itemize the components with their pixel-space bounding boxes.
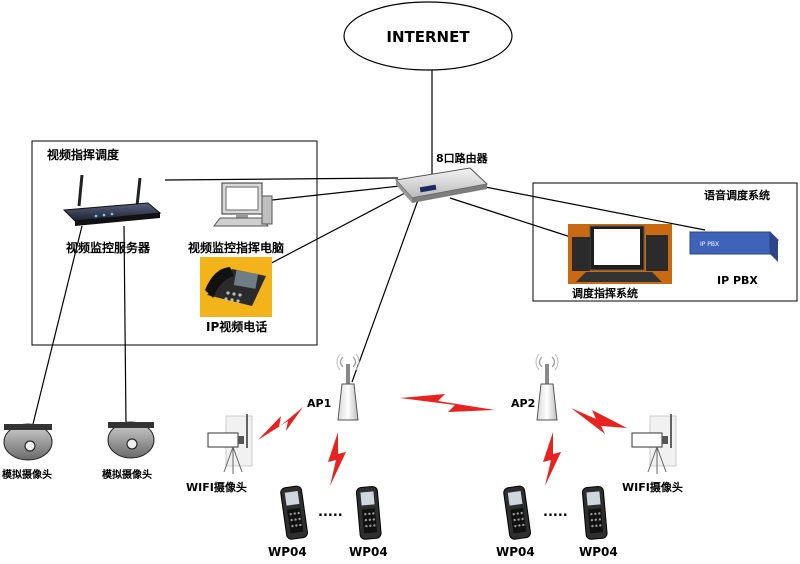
analog-camera-right-label: 模拟摄像头 — [102, 468, 152, 481]
ip-pbx-label: IP PBX — [717, 274, 758, 287]
link-router-pbx — [479, 185, 706, 231]
handset-1 — [280, 485, 308, 540]
ap2-label: AP2 — [511, 397, 535, 410]
link-router-ap1 — [351, 199, 419, 383]
wireless-bolt-ap1-wificam — [258, 407, 303, 440]
handset-3 — [503, 485, 531, 540]
internet-ellipse — [343, 1, 513, 71]
monitoring-pc-label: 视频监控指挥电脑 — [188, 240, 284, 255]
handset-2-label: WP04 — [349, 545, 388, 559]
wifi-camera-left-label: WIFI摄像头 — [186, 480, 247, 494]
access-point-2 — [535, 353, 559, 421]
wifi-camera-right — [631, 414, 677, 474]
handset-4-label: WP04 — [579, 545, 618, 559]
wireless-links — [258, 394, 627, 486]
router-device — [395, 167, 489, 203]
connection-lines — [32, 70, 706, 425]
ip-video-phone-device — [200, 257, 272, 317]
handset-4 — [581, 485, 608, 540]
handset-1-label: WP04 — [268, 545, 307, 559]
wireless-bolt-ap1-ap2 — [400, 394, 495, 412]
wireless-bolt-ap2-handset — [543, 432, 561, 486]
link-router-console — [449, 197, 581, 241]
link-phone-router — [261, 192, 406, 269]
dispatch-console-device — [568, 224, 672, 284]
ap1-label: AP1 — [307, 397, 331, 410]
wireless-bolt-ap2-wificam — [571, 408, 627, 434]
link-server-analog-left — [32, 225, 83, 425]
link-server-analog-right — [123, 225, 127, 425]
link-pc-router — [271, 185, 401, 201]
wifi-camera-right-label: WIFI摄像头 — [622, 480, 683, 494]
monitoring-pc-device — [213, 182, 273, 227]
video-server-label: 视频监控服务器 — [66, 240, 151, 255]
router-label: 8口路由器 — [436, 151, 489, 165]
handset-ellipsis-left: ..... — [318, 505, 343, 520]
analog-camera-left-label: 模拟摄像头 — [2, 468, 52, 481]
voice-dispatch-group-box — [532, 182, 798, 302]
internet-label: INTERNET — [386, 28, 470, 46]
access-point-1 — [336, 353, 360, 421]
wifi-camera-left — [207, 414, 253, 474]
dispatch-console-label: 调度指挥系统 — [572, 286, 638, 300]
handset-2 — [355, 485, 382, 540]
internet-node: INTERNET — [343, 1, 513, 71]
ip-video-phone-label: IP视频电话 — [206, 319, 267, 334]
voice-dispatch-title: 语音调度系统 — [704, 188, 770, 202]
analog-camera-left — [3, 423, 53, 461]
ip-pbx-panel-text: IP PBX — [700, 241, 719, 248]
video-dispatch-group-box — [31, 140, 318, 346]
ip-pbx-device: IP PBX — [688, 231, 780, 262]
video-server-device — [62, 174, 162, 226]
analog-camera-right — [107, 421, 155, 459]
video-dispatch-title: 视频指挥调度 — [47, 147, 120, 162]
wireless-bolt-ap1-handset — [328, 432, 346, 486]
handset-3-label: WP04 — [496, 545, 535, 559]
handset-ellipsis-right: ..... — [543, 505, 568, 520]
link-server-router — [164, 177, 399, 181]
